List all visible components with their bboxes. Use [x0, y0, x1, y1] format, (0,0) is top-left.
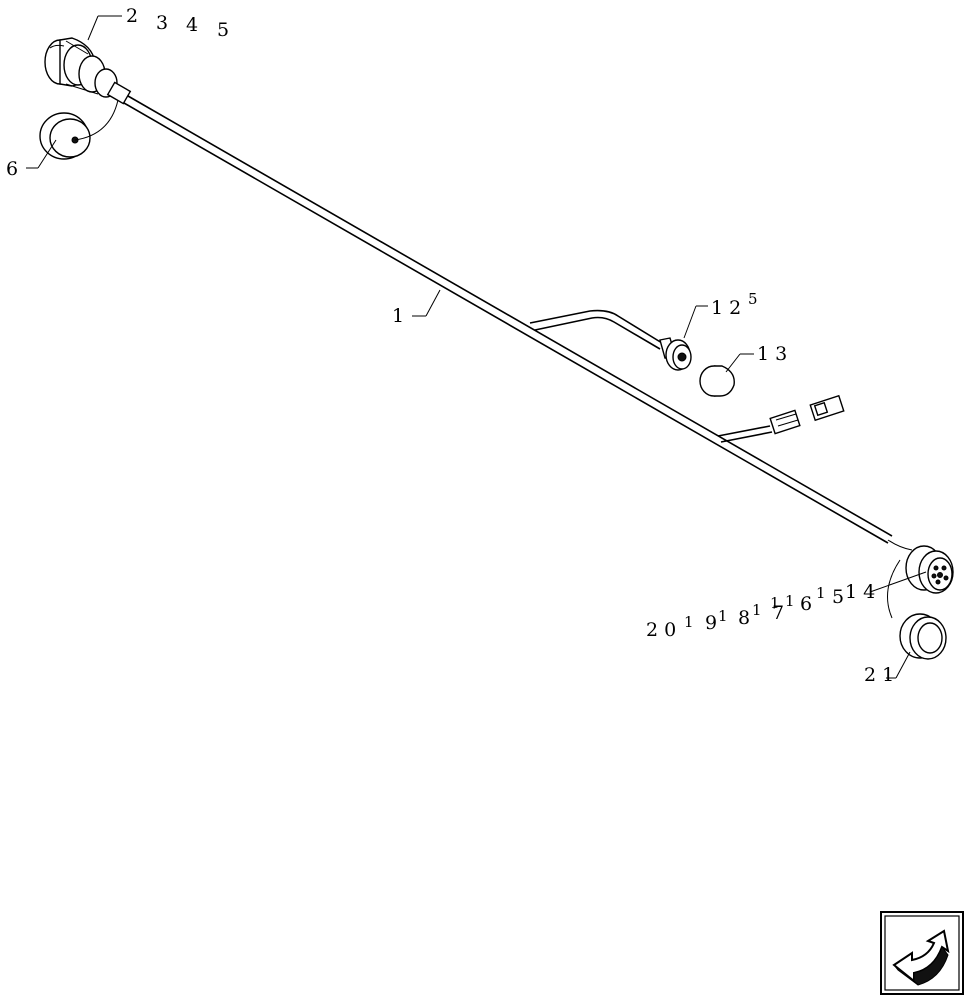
return-arrow-icon	[884, 915, 960, 991]
callout-16: 6	[800, 593, 812, 615]
callout-6: 6	[6, 158, 18, 180]
dust-cap	[699, 365, 735, 397]
branch-cable-lower	[717, 409, 801, 443]
callout-15: 5	[832, 586, 844, 608]
callout-12: 1 2	[711, 297, 741, 319]
socket-cap	[887, 559, 947, 660]
callout-4: 4	[186, 14, 198, 36]
callout-5: 5	[217, 19, 229, 41]
callout-12-sup: 5	[748, 290, 758, 308]
callout-3: 3	[156, 12, 168, 34]
callout-18: 8	[738, 607, 750, 629]
callout-2: 2	[126, 5, 138, 27]
main-harness-cable	[123, 95, 893, 544]
callout-17-prefix: 1	[770, 594, 780, 612]
callout-19: 9	[705, 612, 717, 634]
callout-16-prefix: 1	[785, 592, 795, 610]
callout-15-prefix: 1	[816, 584, 826, 602]
callout-1: 1	[392, 305, 404, 327]
branch-connector	[659, 337, 692, 371]
callout-19-prefix: 1	[718, 607, 728, 625]
callout-13: 1 3	[757, 343, 787, 365]
branch-cable-upper	[529, 309, 663, 350]
connector-cap	[39, 99, 119, 160]
callout-20-suffix: 1	[684, 613, 694, 631]
callout-18-prefix: 1	[752, 601, 762, 619]
callout-21: 2 1	[864, 664, 894, 686]
callout-14: 1 4	[845, 581, 875, 603]
small-plug-housing	[809, 394, 845, 422]
return-arrow-button[interactable]	[880, 911, 964, 995]
callout-17: 7	[772, 602, 784, 624]
main-connector-plug	[44, 37, 132, 105]
leader-lines	[26, 15, 927, 679]
rear-socket-connector	[887, 539, 954, 594]
callout-20: 2 0	[646, 619, 676, 641]
